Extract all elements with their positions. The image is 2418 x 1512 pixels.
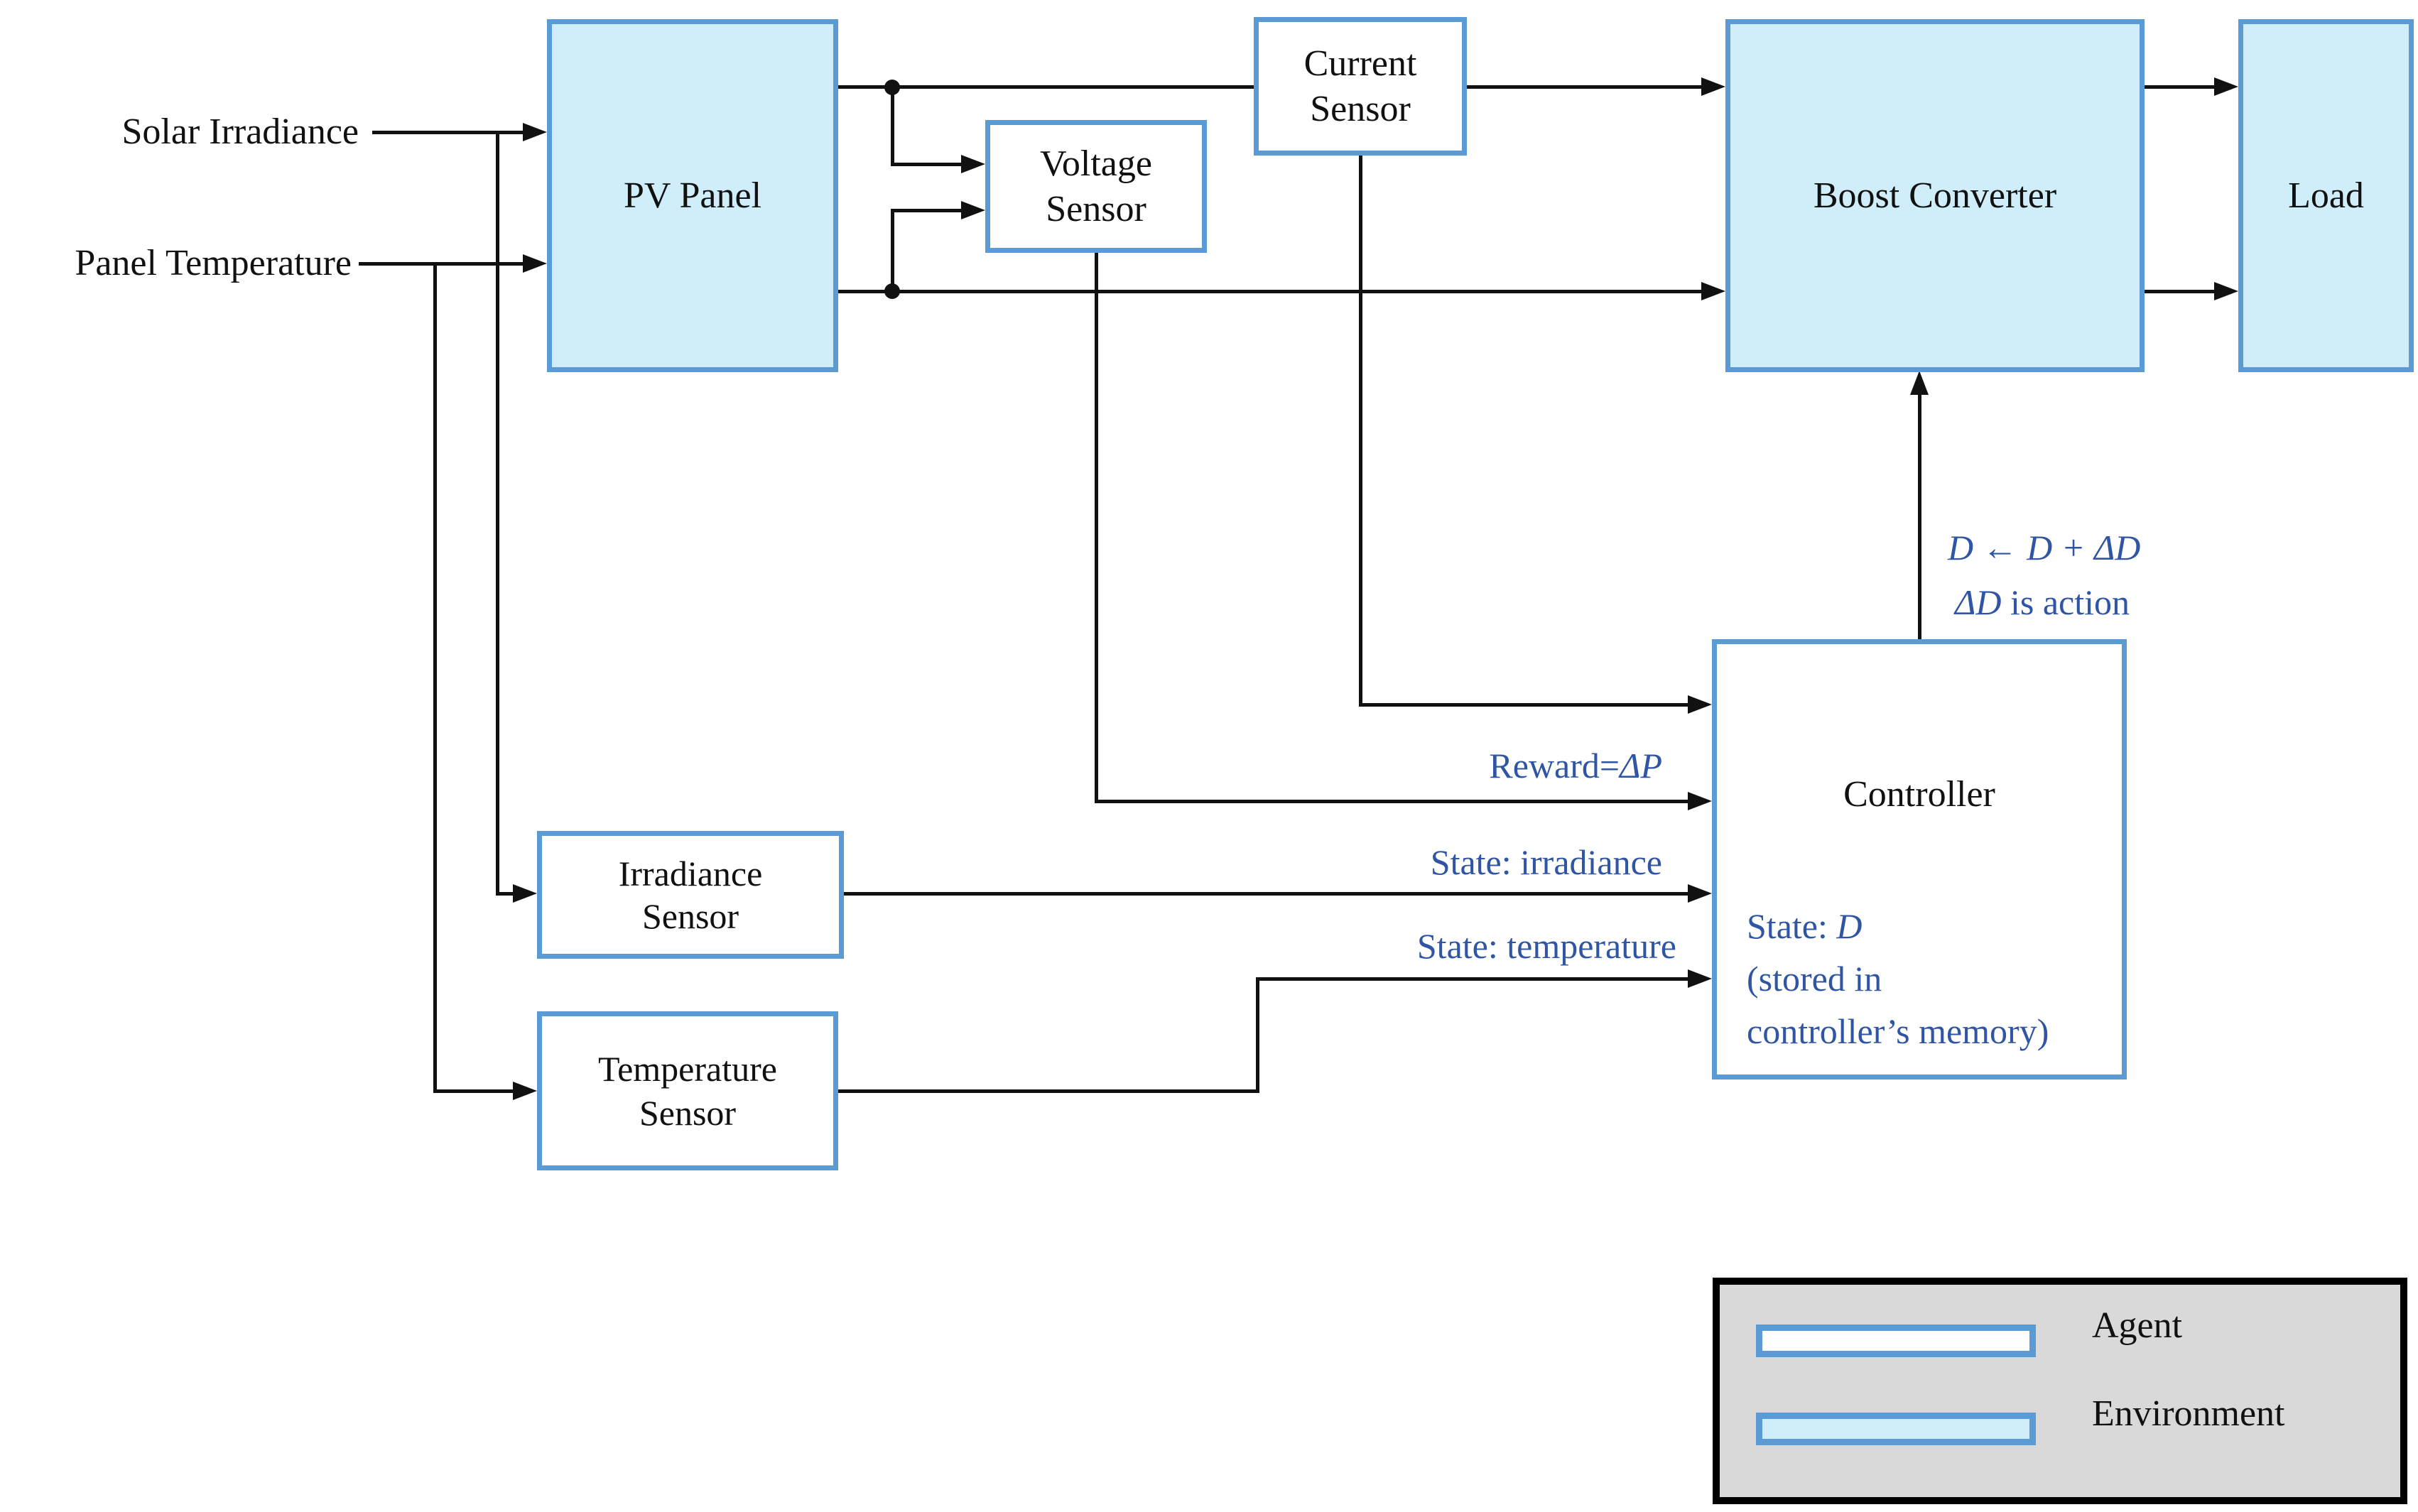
arrowhead-temperature-into-controller [1688,969,1712,988]
arrowhead-current-into-controller [1688,695,1712,714]
wire-solar-input [372,131,524,134]
wire-temp-branch-elbow [433,1089,514,1093]
state-irradiance-annotation: State: irradiance [1430,842,1662,882]
arrowhead-reward-into-controller [1688,792,1712,810]
irradiance-sensor-label-line2: Sensor [641,896,739,936]
wire-solar-branch-elbow [496,892,516,896]
legend: Agent Environment [1713,1278,2407,1504]
duty-action-variable: ΔD [1955,582,2002,622]
arrowhead-top-rail-into-boost [1701,77,1725,96]
controller-state-line2: (stored in [1747,959,1882,999]
wire-current-sense-horizontal [1359,703,1690,707]
wire-state-temperature-vertical [1256,977,1259,1093]
current-sensor-label-line2: Sensor [1310,88,1411,129]
load-label: Load [2288,175,2364,216]
voltage-sensor-label-line2: Sensor [1046,188,1146,229]
panel-temperature-label: Panel Temperature [75,243,352,283]
arrowhead-tap-top-into-voltage-sensor [961,155,985,173]
reward-annotation: Reward=ΔP [1378,744,1662,787]
arrowhead-bottom-into-load [2214,282,2238,300]
wire-boost-load-bottom [2145,290,2216,293]
controller-state-line1: State: D [1747,900,2049,952]
junction-dot-bottom-rail [884,283,900,299]
boost-converter-label: Boost Converter [1813,175,2057,216]
wire-reward-horizontal [1095,800,1690,803]
irradiance-sensor-label-line1: Irradiance [618,854,763,893]
arrowhead-into-temperature-sensor [513,1082,537,1100]
duty-action-annotation: ΔD is action [1955,581,2130,624]
controller-block: Controller State: D (stored in controlle… [1712,639,2127,1079]
boost-converter-block: Boost Converter [1725,19,2145,372]
arrowhead-tap-bottom-into-voltage-sensor [961,201,985,219]
arrowhead-top-into-load [2214,77,2238,96]
temperature-sensor-block: Temperature Sensor [537,1011,838,1170]
wire-paneltemp-input [359,262,524,266]
voltage-sensor-label-line1: Voltage [1040,143,1152,184]
controller-label: Controller [1843,774,1995,815]
current-sensor-label-line1: Current [1303,43,1417,84]
temperature-sensor-label-line1: Temperature [598,1049,777,1089]
wire-power-rail-bottom [838,290,1705,293]
legend-environment-swatch [1756,1413,2036,1445]
voltage-sensor-block: Voltage Sensor [985,120,1207,253]
controller-state-line3: controller’s memory) [1747,1011,2049,1051]
current-sensor-block: Current Sensor [1254,17,1467,156]
controller-state-variable: D [1836,906,1863,946]
arrowhead-paneltemp-into-pv [523,254,547,273]
solar-irradiance-label: Solar Irradiance [121,112,359,152]
arrowhead-bottom-rail-into-boost [1701,282,1725,300]
legend-environment-label: Environment [2092,1393,2285,1434]
arrowhead-action-into-boost [1910,371,1929,395]
temperature-sensor-label-line2: Sensor [639,1093,737,1133]
state-temperature-annotation: State: temperature [1416,926,1676,966]
junction-dot-top-rail [884,80,900,95]
legend-agent-swatch [1756,1325,2036,1357]
pv-panel-block: PV Panel [547,19,838,372]
wire-state-temperature-h1 [838,1089,1259,1093]
controller-state-note: State: D (stored in controller’s memory) [1747,900,2049,1057]
wire-boost-load-top [2145,85,2216,89]
controller-state-prefix: State: [1747,906,1837,946]
duty-update-annotation: D ← D + ΔD [1948,528,2141,567]
wire-state-irradiance [844,892,1690,896]
wire-action-vertical [1918,392,1921,639]
wire-voltage-tap-bottom-vertical [891,209,894,293]
legend-agent-label: Agent [2092,1305,2183,1346]
load-block: Load [2238,19,2414,372]
arrowhead-into-irradiance-sensor [513,884,537,903]
wire-temp-branch-vertical [433,262,437,1093]
wire-current-sense-vertical [1359,156,1362,706]
reward-variable: ΔP [1620,746,1662,785]
irradiance-sensor-block: Irradiance Sensor [537,831,844,959]
wire-state-temperature-h2 [1256,977,1690,981]
arrowhead-irradiance-into-controller [1688,884,1712,903]
pv-panel-label: PV Panel [623,175,762,216]
wire-voltage-sense-vertical [1095,253,1098,803]
wire-solar-branch-vertical [496,132,499,895]
reward-prefix: Reward= [1489,746,1620,785]
arrowhead-solar-into-pv [523,123,547,141]
wire-voltage-tap-top-horizontal [891,163,963,166]
wire-voltage-tap-bottom-horizontal [891,209,963,212]
wire-voltage-tap-top-vertical [891,87,894,165]
duty-action-rest: is action [2001,582,2130,622]
